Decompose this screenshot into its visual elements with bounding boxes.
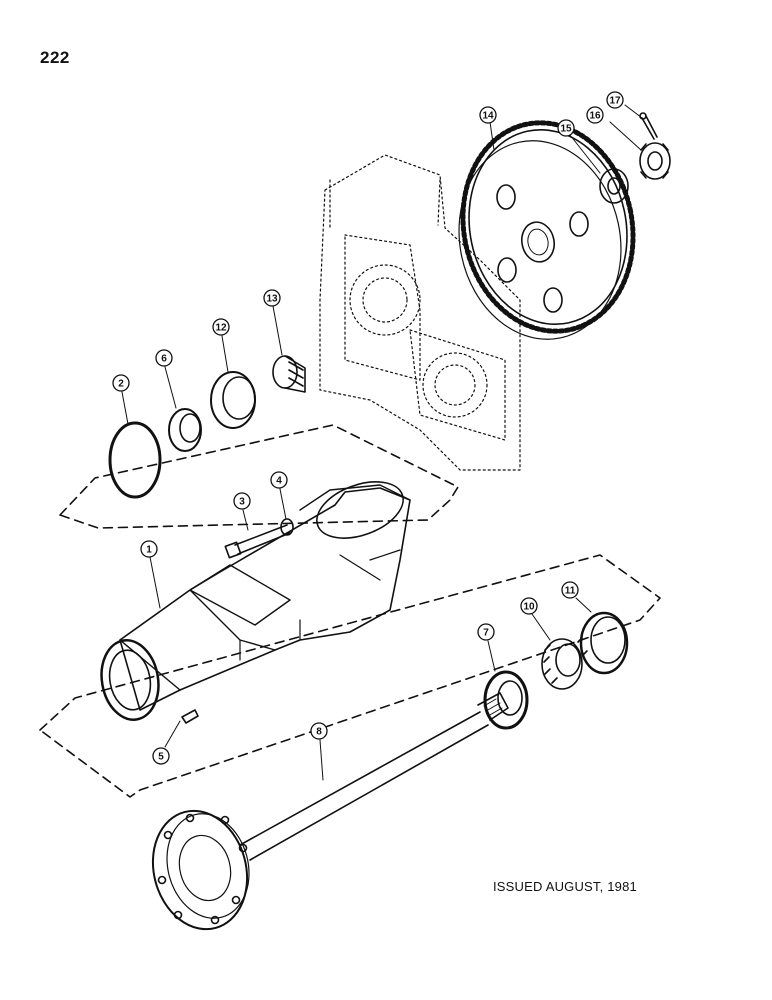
callout-3: 3 <box>233 492 251 510</box>
svg-text:15: 15 <box>560 124 572 135</box>
svg-text:16: 16 <box>589 111 601 122</box>
svg-text:2: 2 <box>118 379 124 390</box>
callout-5: 5 <box>152 747 170 765</box>
callout-13: 13 <box>263 289 281 307</box>
callout-8: 8 <box>310 722 328 740</box>
callout-1: 1 <box>140 540 158 558</box>
bolt-3 <box>224 524 291 559</box>
callout-4: 4 <box>270 471 288 489</box>
callout-12: 12 <box>212 318 230 336</box>
set-screw-5 <box>181 709 199 724</box>
svg-text:3: 3 <box>239 497 245 508</box>
svg-text:10: 10 <box>523 602 535 613</box>
lower-group-outline <box>39 554 661 798</box>
callout-17: 17 <box>606 91 624 109</box>
svg-text:11: 11 <box>565 586 576 597</box>
svg-text:1: 1 <box>146 545 152 556</box>
seal-7 <box>483 670 529 730</box>
seal-6 <box>168 408 202 452</box>
lock-washer-4 <box>280 518 294 536</box>
callout-10: 10 <box>520 597 538 615</box>
axle-housing-1 <box>100 481 411 721</box>
callout-14: 14 <box>479 106 497 124</box>
svg-text:14: 14 <box>482 111 494 122</box>
bull-gear <box>458 120 636 340</box>
svg-text:8: 8 <box>316 727 322 738</box>
svg-text:13: 13 <box>266 294 278 305</box>
svg-text:7: 7 <box>483 628 489 639</box>
svg-text:12: 12 <box>215 323 227 334</box>
svg-text:17: 17 <box>609 96 621 107</box>
issued-date: ISSUED AUGUST, 1981 <box>493 879 637 894</box>
washer-15 <box>599 168 629 204</box>
castle-nut-16 <box>639 142 671 180</box>
bearing-cup-12 <box>210 371 256 429</box>
bearing-cone-13 <box>272 355 306 393</box>
cotter-pin-17 <box>639 112 658 140</box>
svg-text:4: 4 <box>276 476 282 487</box>
axle-shaft-8 <box>151 692 509 931</box>
svg-text:5: 5 <box>158 752 164 763</box>
callout-16: 16 <box>586 106 604 124</box>
callout-11: 11 <box>561 581 579 599</box>
callout-15: 15 <box>557 119 575 137</box>
svg-text:6: 6 <box>161 354 167 365</box>
callout-6: 6 <box>155 349 173 367</box>
callout-7: 7 <box>477 623 495 641</box>
o-ring-2 <box>108 421 162 499</box>
bearing-cone-10 <box>541 637 588 690</box>
page-number: 222 <box>40 48 70 67</box>
callout-2: 2 <box>112 374 130 392</box>
upper-group-outline <box>59 424 459 529</box>
bearing-cup-11 <box>579 611 629 675</box>
callout-leaders <box>121 104 643 781</box>
transmission-case-reference <box>319 154 521 471</box>
